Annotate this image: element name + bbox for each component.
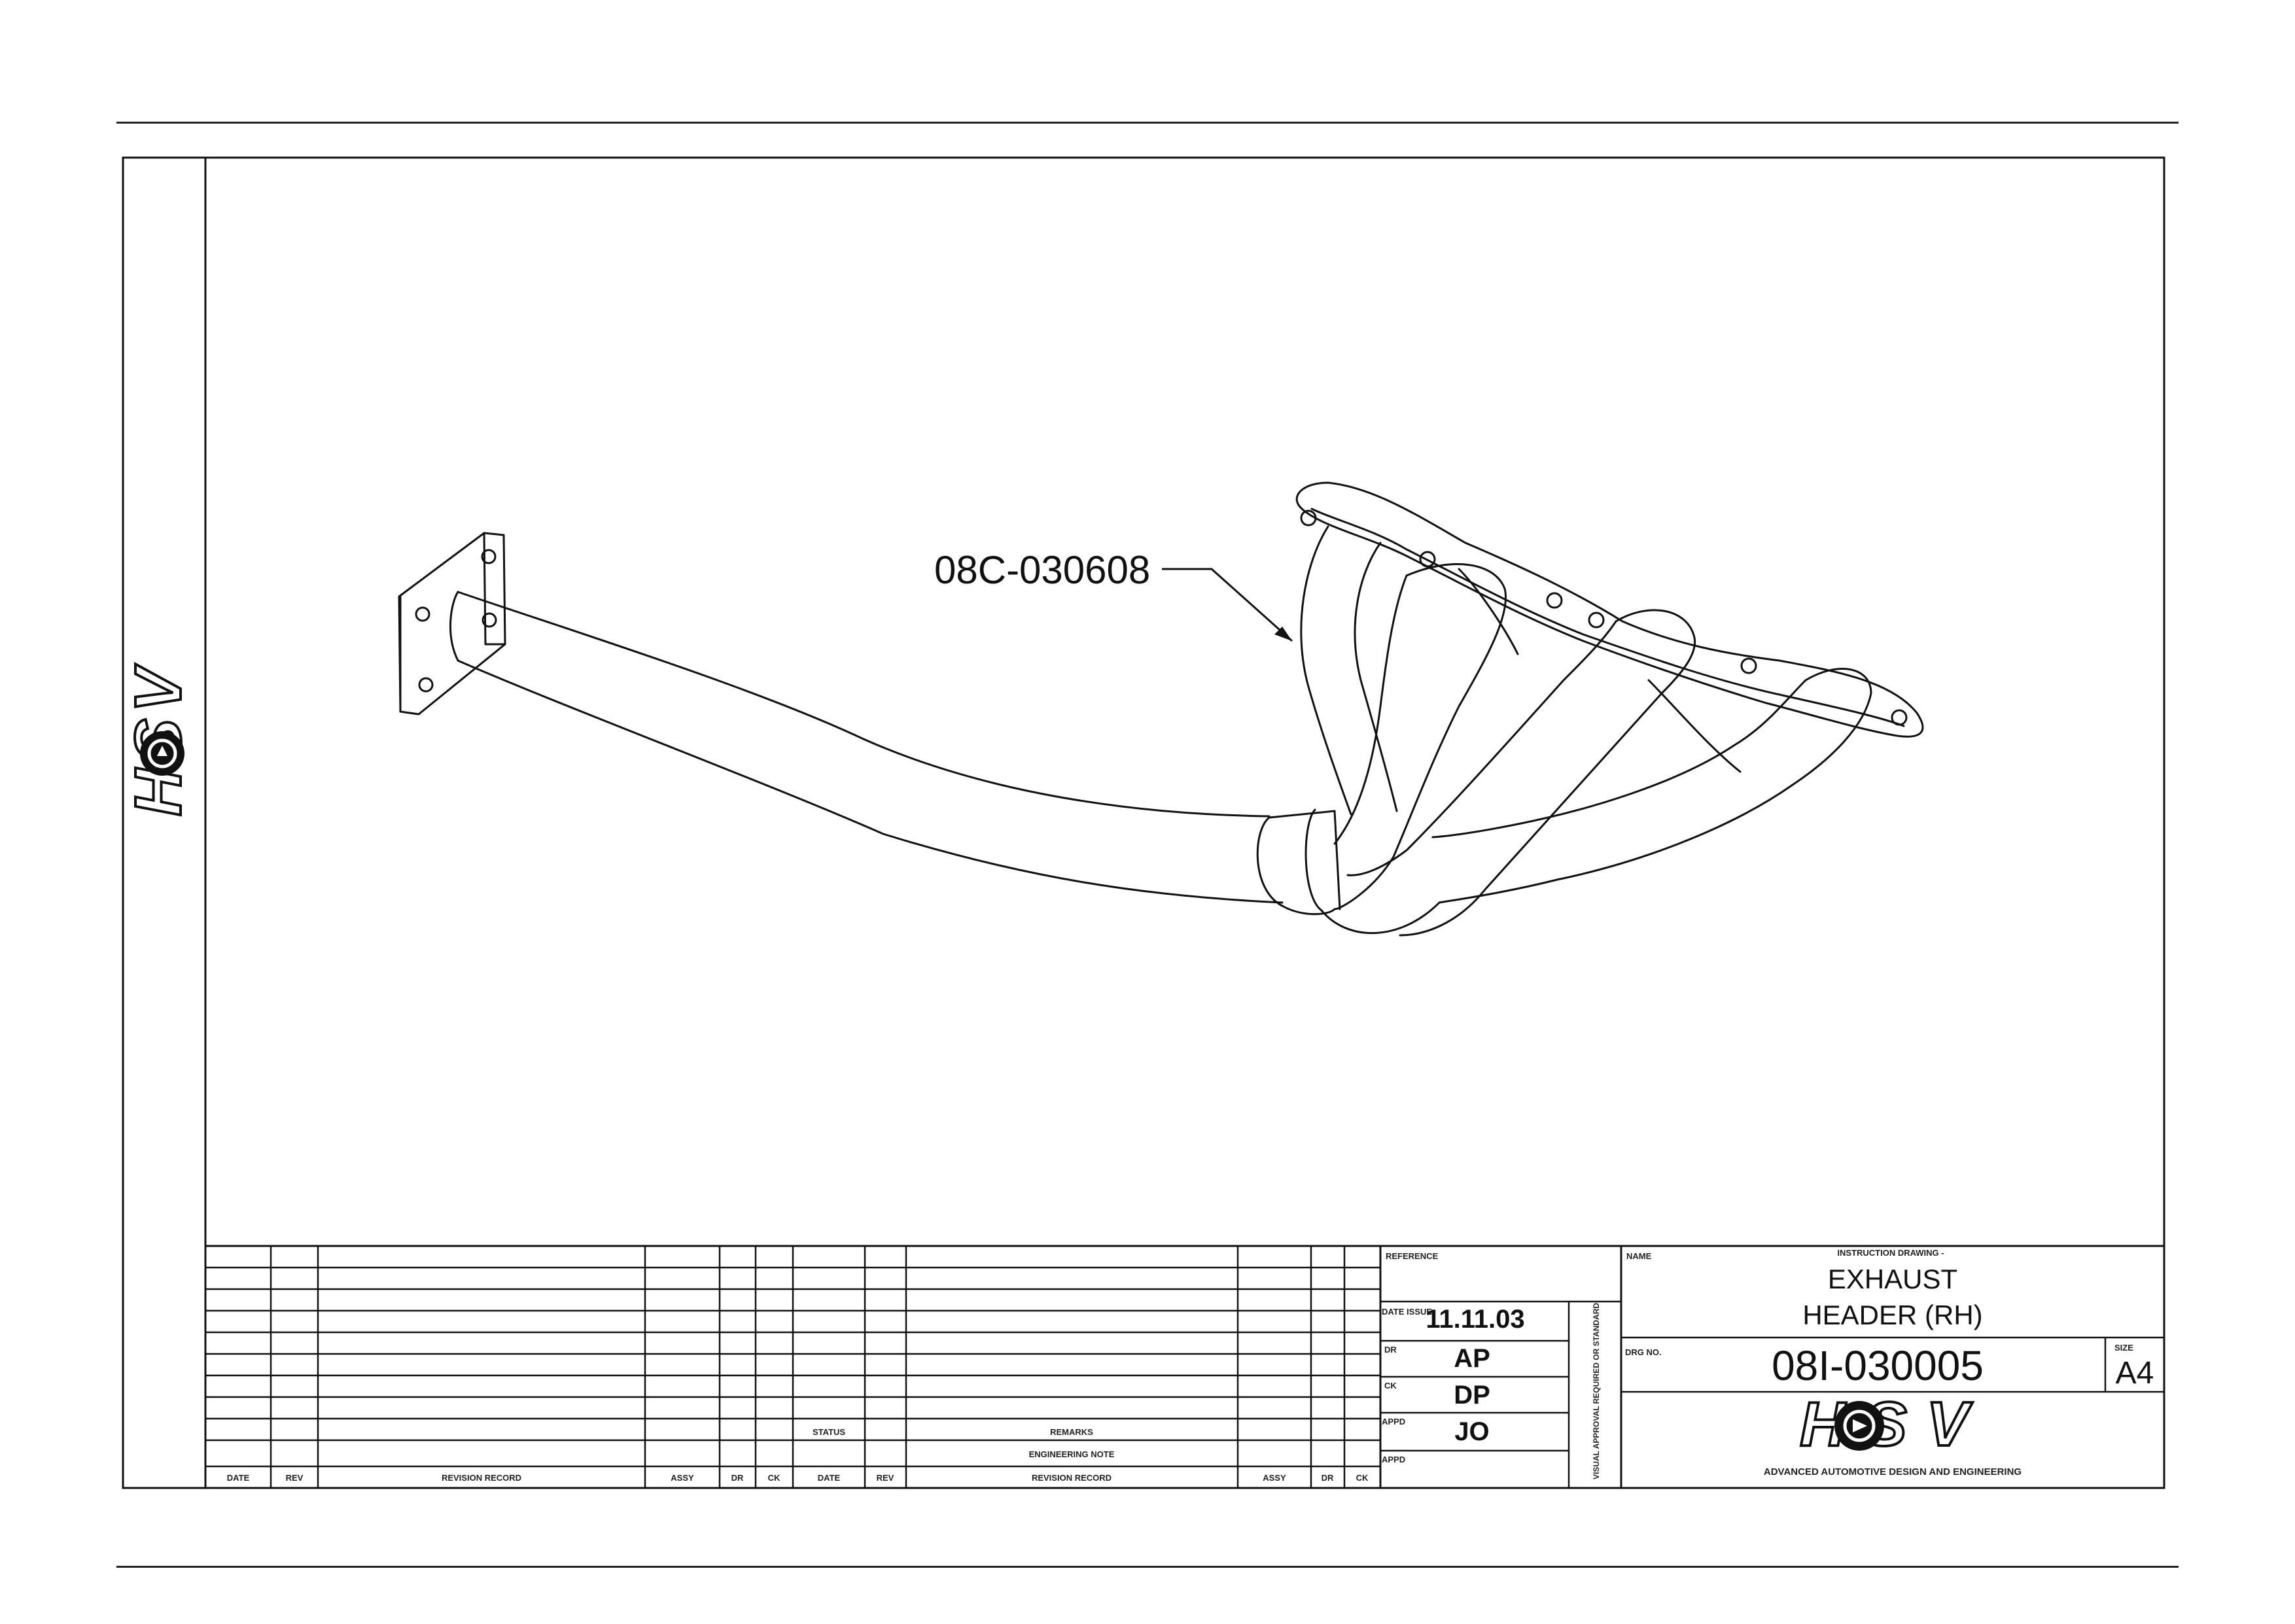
part-callout-label: 08C-030608 xyxy=(934,548,1150,592)
title-logo-text: HSV xyxy=(1800,1389,1988,1459)
checked-value: DP xyxy=(1454,1381,1490,1409)
svg-text:DATE: DATE xyxy=(818,1473,841,1483)
callout-leader xyxy=(1162,568,1293,642)
date-value: 11.11.03 xyxy=(1426,1305,1524,1334)
svg-text:ASSY: ASSY xyxy=(1263,1473,1286,1483)
svg-text:DR: DR xyxy=(1322,1473,1334,1483)
title-logo: HSV ADVANCED AUTOMOTIVE DESIGN AND ENGIN… xyxy=(1764,1388,2022,1477)
size-value: A4 xyxy=(2116,1356,2154,1391)
svg-text:REVISION RECORD: REVISION RECORD xyxy=(442,1473,521,1483)
svg-text:REVISION RECORD: REVISION RECORD xyxy=(1032,1473,1112,1483)
front-flange xyxy=(398,532,506,716)
side-logo-emblem xyxy=(140,731,184,776)
part-callout: 08C-030608 xyxy=(934,548,1293,642)
drawn-value: AP xyxy=(1454,1344,1490,1373)
svg-text:ASSY: ASSY xyxy=(671,1473,694,1483)
svg-text:CK: CK xyxy=(1356,1473,1369,1483)
top-rule xyxy=(116,122,2179,124)
date-label: DATE ISSUE xyxy=(1382,1307,1432,1317)
revision-headers: DATE REV REVISION RECORD ASSY DR CK DATE… xyxy=(227,1427,1369,1483)
main-pipe xyxy=(449,591,1284,904)
collector xyxy=(1256,816,1336,916)
approval-block: REFERENCE DATE ISSUE 11.11.03 DR AP CK D… xyxy=(1382,1251,1601,1479)
approval-vertical-text: VISUAL APPROVAL REQUIRED OR STANDARD xyxy=(1592,1303,1601,1479)
reference-label: REFERENCE xyxy=(1386,1251,1439,1261)
checked-label: CK xyxy=(1384,1381,1397,1391)
drg-no-label: DRG NO. xyxy=(1625,1347,1662,1357)
title-line-1: EXHAUST xyxy=(1828,1264,1957,1294)
sheet-border xyxy=(122,156,2165,1489)
head-flange xyxy=(1295,481,1924,738)
exhaust-header-drawing xyxy=(398,481,1924,937)
approved-value: JO xyxy=(1454,1417,1489,1446)
title-line-2: HEADER (RH) xyxy=(1802,1300,1982,1330)
doc-type: INSTRUCTION DRAWING - xyxy=(1837,1248,1944,1258)
drawn-label: DR xyxy=(1384,1345,1397,1355)
company-line: ADVANCED AUTOMOTIVE DESIGN AND ENGINEERI… xyxy=(1764,1466,2022,1477)
remarks-sub: ENGINEERING NOTE xyxy=(1029,1449,1115,1459)
svg-text:CK: CK xyxy=(768,1473,780,1483)
name-label: NAME xyxy=(1626,1251,1652,1261)
remarks-label: REMARKS xyxy=(1050,1427,1093,1437)
svg-text:DATE: DATE xyxy=(227,1473,250,1483)
status-label: STATUS xyxy=(813,1427,845,1437)
title-block xyxy=(205,1245,2164,1488)
bottom-rule xyxy=(116,1566,2179,1568)
name-block: NAME INSTRUCTION DRAWING - EXHAUST HEADE… xyxy=(1625,1248,2154,1391)
svg-text:REV: REV xyxy=(877,1473,894,1483)
approved-label: APPD xyxy=(1382,1417,1405,1426)
drg-no-value: 08I-030005 xyxy=(1772,1342,1984,1389)
svg-text:DR: DR xyxy=(731,1473,744,1483)
approved2-label: APPD xyxy=(1382,1455,1405,1464)
size-label: SIZE xyxy=(2114,1343,2133,1353)
svg-text:REV: REV xyxy=(286,1473,304,1483)
